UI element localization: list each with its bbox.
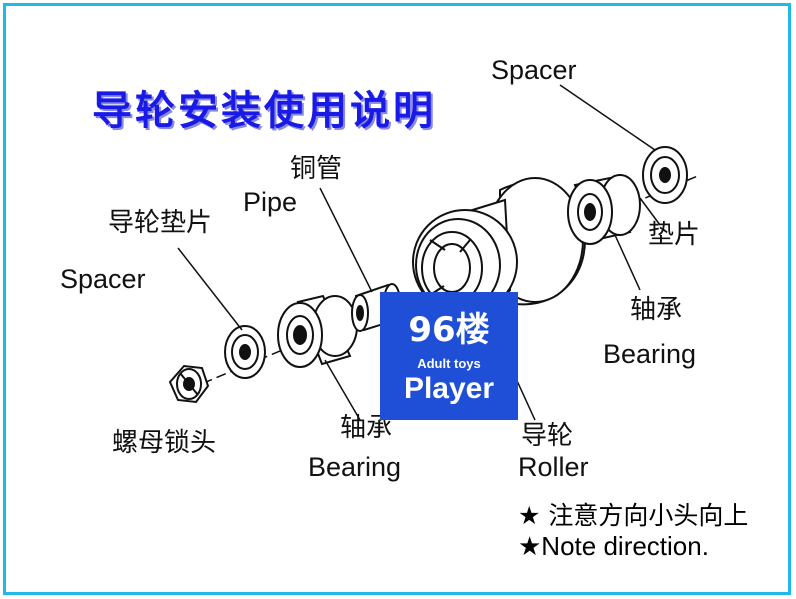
leader-guide-spacer: [177, 247, 243, 331]
note-direction-cn: ★ 注意方向小头向上: [518, 501, 749, 530]
leader-spacer-right-cn: [639, 197, 661, 226]
left-bearing-part: [277, 294, 358, 368]
watermark-logo: 96楼 Adult toys Player: [380, 292, 518, 420]
diagram-frame: [3, 3, 791, 595]
watermark-player-text: Player: [403, 372, 495, 405]
label-nut-lock-cn: 螺母锁头: [112, 428, 217, 458]
note-direction-en: ★Note direction.: [518, 531, 709, 561]
right-bearing-part: [567, 174, 641, 245]
roller-part: [412, 177, 587, 315]
label-roller-cn: 导轮: [521, 421, 574, 451]
leader-copper-pipe: [319, 187, 373, 293]
label-bearing-right-en: Bearing: [603, 339, 697, 369]
leader-spacer-top: [559, 84, 656, 151]
left-spacer-part: [224, 325, 266, 379]
leader-bearing-left: [324, 359, 361, 421]
label-copper-pipe-cn: 铜管: [290, 154, 343, 184]
nut-lock-part: [168, 364, 210, 404]
label-spacer-left: Spacer: [60, 264, 146, 294]
label-pipe-en: Pipe: [243, 187, 298, 217]
right-spacer-part: [642, 146, 688, 204]
label-spacer-right-cn: 垫片: [648, 220, 701, 250]
label-roller-en: Roller: [518, 452, 589, 482]
watermark-small-text: Adult toys: [417, 356, 481, 371]
label-guide-spacer-cn: 导轮垫片: [108, 208, 213, 238]
label-spacer-top: Spacer: [491, 55, 577, 85]
label-bearing-right-cn: 轴承: [630, 295, 683, 325]
leader-bearing-right: [614, 234, 641, 291]
watermark-big-text: 96楼: [408, 310, 490, 350]
diagram-title: 导轮安装使用说明: [92, 87, 436, 134]
label-bearing-left-en: Bearing: [308, 452, 402, 482]
